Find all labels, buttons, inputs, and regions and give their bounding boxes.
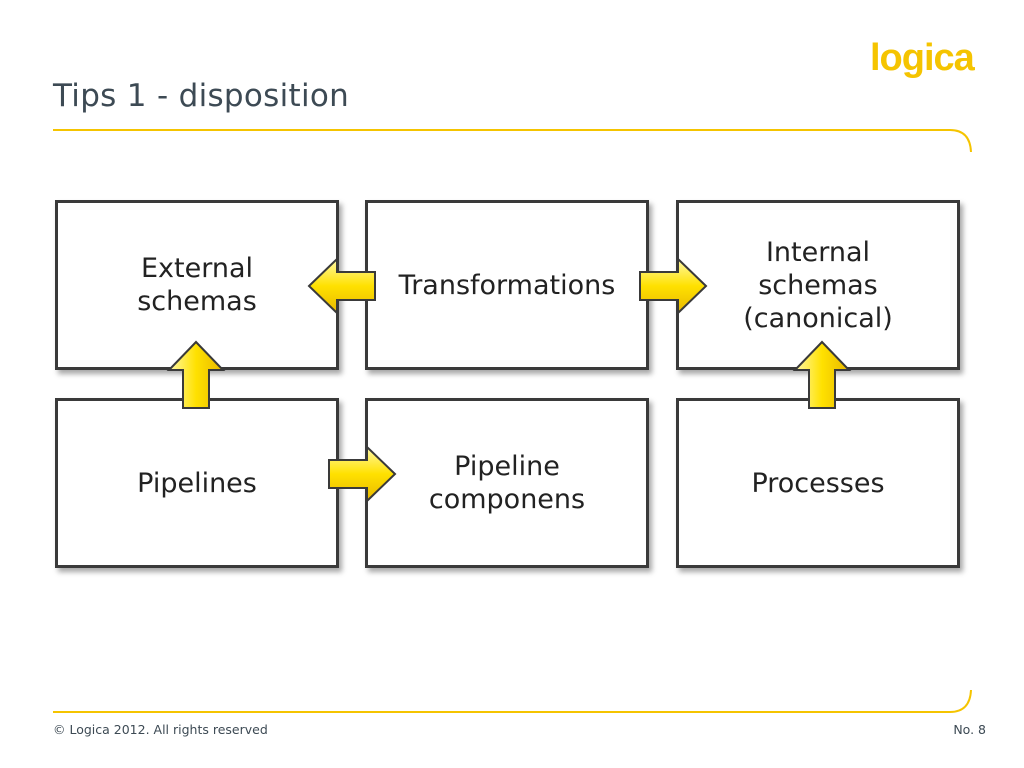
box-transformations: Transformations [365,200,649,370]
logo-text: logica [870,37,976,79]
box-processes: Processes [676,398,960,568]
footer-copyright: © Logica 2012. All rights reserved [53,722,268,737]
footer-page-number: No. 8 [953,722,986,737]
arrow-up-icon [792,340,852,409]
arrow-right-icon [328,444,397,504]
box-label: Internal schemas (canonical) [743,236,893,334]
box-pipelines: Pipelines [55,398,339,568]
arrow-up-icon [166,340,226,409]
box-label: Pipeline componens [428,451,586,515]
box-label: Transformations [398,269,616,301]
box-pipeline-components: Pipeline componens [365,398,649,568]
logica-logo: logica [870,37,977,79]
box-label: Pipelines [137,467,257,499]
box-internal-schemas: Internal schemas (canonical) [676,200,960,370]
arrow-right-icon [639,256,708,316]
box-label: External schemas [137,253,257,317]
arrow-left-icon [307,256,376,316]
slide-title: Tips 1 - disposition [53,78,350,114]
box-label: Processes [751,467,885,499]
